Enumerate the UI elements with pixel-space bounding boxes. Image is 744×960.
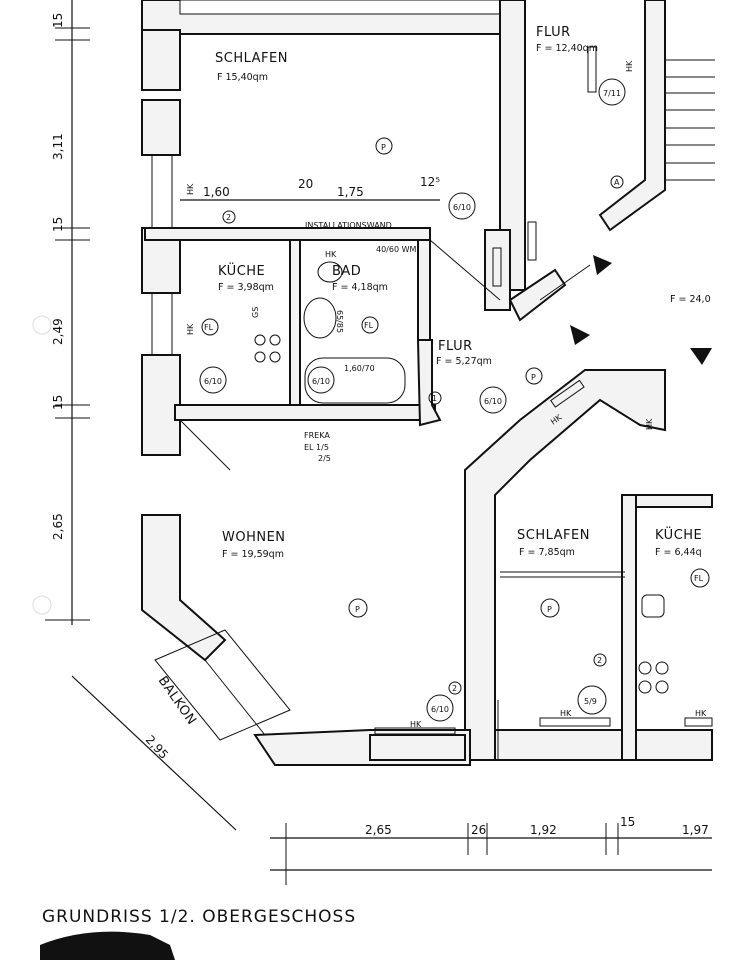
heater-label: HK [186, 183, 195, 195]
marker-2: 2 [226, 213, 231, 222]
room-flur: FLUR [536, 25, 571, 40]
door-swings [179, 239, 712, 760]
size-circles: 6/10 7/11 6/10 6/10 6/10 6/10 5/9 [199, 78, 626, 722]
dim-bottom-3: 1,92 [530, 823, 557, 837]
room-kueche: KÜCHE [218, 262, 265, 279]
dim-left-2: 3,11 [51, 133, 65, 160]
dim-top-4: 12⁵ [420, 175, 440, 189]
freka-el1-label: EL 1/5 [304, 443, 329, 452]
room-wohnen-area: F = 19,59qm [222, 549, 284, 560]
dim-left-3: 15 [51, 217, 65, 232]
freka-label: FREKA [304, 431, 330, 440]
room-balkon: BALKON [155, 674, 199, 728]
dim-left-5: 15 [51, 395, 65, 410]
dim-bottom-2: 26 [471, 823, 486, 837]
size-circle: 6/10 [453, 203, 471, 212]
socket-label: P [547, 605, 552, 614]
room-schlafen-area: F 15,40qm [217, 72, 268, 83]
heater-label: HK [560, 709, 572, 718]
dim-top-1: 1,60 [203, 185, 230, 199]
room-bad-area: F = 4,18qm [332, 282, 388, 293]
size-circle: 6/10 [431, 705, 449, 714]
dim-bottom-1: 2,65 [365, 823, 392, 837]
heater-label: HK [410, 720, 422, 729]
floor-drain-label: FL [204, 323, 214, 332]
drawing-title: GRUNDRISS 1/2. OBERGESCHOSS [42, 907, 356, 927]
bottom-dimension-chain: 2,65 26 1,92 15 1,97 [270, 815, 712, 885]
floor-drain-label: FL [694, 574, 704, 583]
room-bad: BAD [332, 264, 361, 279]
bathtub-label: 1,60/70 [344, 364, 375, 373]
size-circle: 6/10 [312, 377, 330, 386]
bathtub [304, 357, 406, 404]
entry-arrow [570, 325, 590, 345]
marker-2: 2 [452, 684, 457, 693]
punch-hole [32, 315, 52, 335]
room-kueche-2: KÜCHE [655, 526, 702, 543]
meter-label: A [614, 178, 620, 187]
wm-label: 40/60 WM [376, 245, 417, 254]
size-circle: 6/10 [484, 397, 502, 406]
fixtures [254, 46, 713, 735]
size-circle: 7/11 [603, 89, 621, 98]
entry-arrow [593, 255, 612, 275]
punch-hole [32, 595, 52, 615]
annotations: 40/60 WM 1,60/70 65/85 FREKA EL 1/5 2/5 … [186, 60, 710, 729]
sink-size-label: 65/85 [335, 310, 344, 333]
installationswand-label: INSTALLATIONSWAND [305, 221, 392, 230]
dim-bottom-5: 1,97 [682, 823, 709, 837]
dim-top-3: 1,75 [337, 185, 364, 199]
scan-smudge [40, 931, 175, 960]
balcony-dimension: 2,95 [71, 675, 237, 831]
sink [303, 297, 337, 339]
dim-top-2: 20 [298, 177, 313, 191]
room-kueche-area: F = 3,98qm [218, 282, 274, 293]
heater-label: HK [695, 709, 707, 718]
room-flur-2-area: F = 5,27qm [436, 356, 492, 367]
heater-label: HK [186, 323, 195, 335]
floor-drain-label: FL [364, 321, 374, 330]
left-dimension-chain: 15 3,11 15 2,49 15 2,65 [45, 0, 90, 625]
dim-left-1: 15 [51, 13, 65, 28]
toilet [317, 261, 343, 283]
room-schlafen: SCHLAFEN [215, 51, 288, 66]
socket-label: P [381, 143, 386, 152]
top-dimension-chain: 1,60 20 1,75 12⁵ INSTALLATIONSWAND [180, 175, 440, 230]
room-schlafen-2: SCHLAFEN [517, 528, 590, 543]
room-kueche-2-area: F = 6,44q [655, 547, 702, 558]
socket-label: P [531, 373, 536, 382]
marker-1: 1 [432, 394, 437, 403]
staircase [665, 59, 715, 181]
marker-2: 2 [597, 656, 602, 665]
freka-el2-label: 2/5 [318, 454, 331, 463]
room-flur-2: FLUR [438, 339, 473, 354]
heater-label: HK [645, 418, 654, 430]
size-circle: 6/10 [204, 377, 222, 386]
room-flur-area: F = 12,40qm [536, 43, 598, 54]
heater-label: HK [625, 60, 634, 72]
socket-label: P [355, 605, 360, 614]
entry-arrow [690, 348, 712, 365]
dim-left-4: 2,49 [51, 318, 65, 345]
walls [141, 0, 713, 766]
heater-label: HK [325, 250, 337, 259]
room-schlafen-2-area: F = 7,85qm [519, 547, 575, 558]
room-wohnen: WOHNEN [222, 530, 286, 545]
dim-left-6: 2,65 [51, 513, 65, 540]
size-circle: 5/9 [584, 697, 597, 706]
dishwasher-label: GS [251, 307, 260, 318]
dim-bottom-4: 15 [620, 815, 635, 829]
adjacent-area: F = 24,0 [670, 294, 711, 305]
